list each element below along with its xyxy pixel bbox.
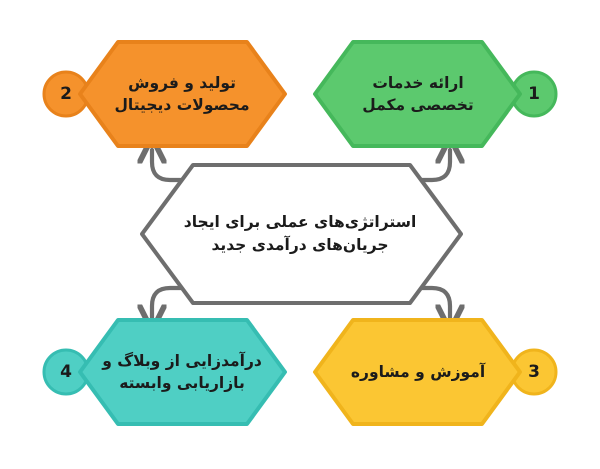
connector-center-to-node-3 (395, 285, 450, 318)
connector-center-to-node-1 (395, 150, 450, 183)
hexagon-node-3[interactable] (313, 318, 522, 426)
hexagon-center[interactable] (140, 163, 463, 305)
hexagon-node-4[interactable] (78, 318, 287, 426)
connector-center-to-node-4 (152, 285, 208, 318)
hexagon-node-2[interactable] (78, 40, 287, 148)
connector-group (152, 150, 450, 318)
hexagon-node-1[interactable] (313, 40, 522, 148)
connector-center-to-node-2 (152, 150, 208, 183)
